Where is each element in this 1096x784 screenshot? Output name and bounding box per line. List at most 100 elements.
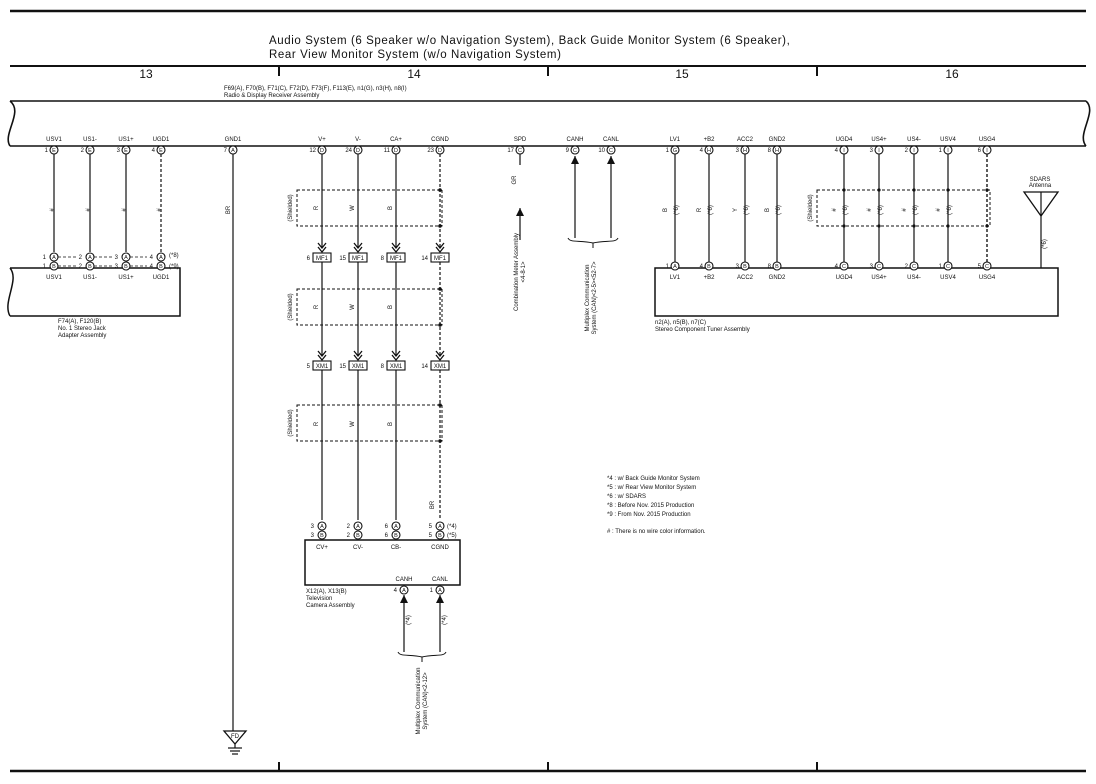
shield-dot xyxy=(842,224,846,228)
receiver-pin-canh xyxy=(570,145,580,155)
camera-pin-A xyxy=(317,521,327,531)
stereo-jack-adapter-box xyxy=(7,267,181,317)
tuner-pin-letter: C xyxy=(877,264,881,270)
receiver-pin-number-gnd2: 8 xyxy=(768,148,772,154)
wire-color-unknown: # xyxy=(832,208,838,212)
shield-drain-dot xyxy=(438,439,442,443)
wire-color-y: Y xyxy=(733,208,739,212)
receiver-pin-label-vm: V- xyxy=(355,137,361,143)
camera-can-note: (*4) xyxy=(406,615,412,625)
double-arrow-icon xyxy=(317,242,327,254)
camera-pin-B xyxy=(391,530,401,540)
tuner-pin-letter: B xyxy=(775,264,779,270)
receiver-pin-number-cap: 11 xyxy=(384,148,391,154)
camera-pin-A xyxy=(391,521,401,531)
diagram-title-line-1: Audio System (6 Speaker w/o Navigation S… xyxy=(269,35,791,47)
camera-name-line-1: Television xyxy=(306,596,332,602)
shielded-label: (Shielded) xyxy=(288,293,294,320)
tuner-pin-label: US4- xyxy=(907,275,921,281)
camera-pin-A-letter: A xyxy=(356,524,360,530)
ground-symbol: FD xyxy=(222,730,248,755)
receiver-pin-label-us4m: US4- xyxy=(907,137,921,143)
tuner-pin xyxy=(982,261,992,271)
mpx-bottom-line-1: Multiplex Communication xyxy=(416,667,422,734)
antenna-label-line-2: Antenna xyxy=(1029,183,1052,189)
mf1-label: MF1 xyxy=(352,256,365,262)
tuner-pin-letter: C xyxy=(842,264,846,270)
receiver-pin-label-acc2: ACC2 xyxy=(737,137,754,143)
receiver-pin-b2-letter: H xyxy=(707,148,711,154)
jack-pin-B-letter: B xyxy=(124,264,128,270)
wire-color-w: W xyxy=(350,205,356,211)
shield-drain-dot xyxy=(438,287,442,291)
receiver-pin-gnd1-letter: A xyxy=(231,148,235,154)
receiver-pin-number-vm: 24 xyxy=(345,148,352,154)
xm1-pin-number: 8 xyxy=(381,364,385,370)
receiver-pin-canl-letter: C xyxy=(609,148,613,154)
wire-color-b: B xyxy=(663,208,669,212)
receiver-pin-number-usv4: 1 xyxy=(939,148,943,154)
tuner-pin-letter: A xyxy=(673,264,677,270)
mf1-connector xyxy=(430,252,450,263)
receiver-pin-label-vp: V+ xyxy=(318,137,326,143)
tuner-pin xyxy=(839,261,849,271)
shield-box xyxy=(816,189,991,227)
receiver-pin-number-usv1: 1 xyxy=(45,148,49,154)
camera-pin-number: 5 xyxy=(429,524,433,530)
receiver-pin-us4p-letter: I xyxy=(878,148,880,154)
tuner-pin-letter: C xyxy=(985,264,989,270)
shield-dot xyxy=(946,188,950,192)
tuner-pin xyxy=(670,261,680,271)
mpx-top-line-1: Multiplex Communication xyxy=(585,264,591,331)
xm1-pin-number: 5 xyxy=(307,364,311,370)
receiver-pin-vm-letter: D xyxy=(356,148,360,154)
wire-color-r: R xyxy=(314,421,320,426)
receiver-pin-number-us1p: 3 xyxy=(117,148,121,154)
shielded-boxes: (Shielded)(Shielded)(Shielded)(Shielded) xyxy=(288,154,991,443)
receiver-pin-cap-letter: D xyxy=(394,148,398,154)
tuner-pin xyxy=(704,261,714,271)
tuner-wire-note: (*6) xyxy=(843,205,849,215)
shield-dot xyxy=(946,224,950,228)
diagram-title-line-2: Rear View Monitor System (w/o Navigation… xyxy=(269,49,562,61)
column-number: 16 xyxy=(945,67,959,81)
camera-can-pin xyxy=(399,585,409,595)
tuner-pin xyxy=(909,261,919,271)
camera-pin-number: 3 xyxy=(311,533,315,539)
tuner-refs: n2(A), n5(B), n7(C) xyxy=(655,320,706,326)
xm1-label: XM1 xyxy=(316,364,329,370)
wire-color-b: B xyxy=(388,305,394,309)
receiver-pin-gnd2-letter: H xyxy=(775,148,779,154)
tuner-pin-number: 4 xyxy=(700,264,704,270)
receiver-pin-label-us4p: US4+ xyxy=(871,137,887,143)
receiver-pin-label-usv4: USV4 xyxy=(940,137,956,143)
camera-pin-label: CV- xyxy=(353,545,363,551)
tuner-pin-letter: B xyxy=(707,264,711,270)
wire-color-unknown: # xyxy=(86,208,92,212)
shielded-label: (Shielded) xyxy=(288,194,294,221)
receiver-pin-label-usv1: USV1 xyxy=(46,137,62,143)
shield-box xyxy=(296,404,443,442)
legend-item: *9 : From Nov. 2015 Production xyxy=(607,512,691,518)
tuner-pin-letter: C xyxy=(946,264,950,270)
mpx-bottom-line-2: System (CAN)<2-12> xyxy=(423,672,429,730)
arrow-up-icon xyxy=(607,156,615,164)
mf1-label: MF1 xyxy=(434,256,447,262)
double-arrow-icon xyxy=(391,242,401,254)
tuner-pin xyxy=(943,261,953,271)
camera-pin-B-letter: B xyxy=(438,533,442,539)
jack-refs: F74(A), F120(B) xyxy=(58,319,101,325)
receiver-pin-label-cgnd: CGND xyxy=(431,137,449,143)
column-numbers: 13 14 15 16 xyxy=(139,67,959,81)
shield-dot xyxy=(912,188,916,192)
mpx-top-line-2: System (CAN)<2-5><52-7> xyxy=(592,261,598,335)
tuner-pins: A1LV1B4+B2B3ACC2B8GND2C4UGD4C3US4+C2US4-… xyxy=(666,261,996,281)
camera-pin-B-letter: B xyxy=(394,533,398,539)
tuner-wire-note: (*6) xyxy=(913,205,919,215)
meter-ref-line-1: Combination Meter Assembly xyxy=(514,233,520,311)
xm1-label: XM1 xyxy=(352,364,365,370)
double-arrow-icon xyxy=(391,350,401,362)
